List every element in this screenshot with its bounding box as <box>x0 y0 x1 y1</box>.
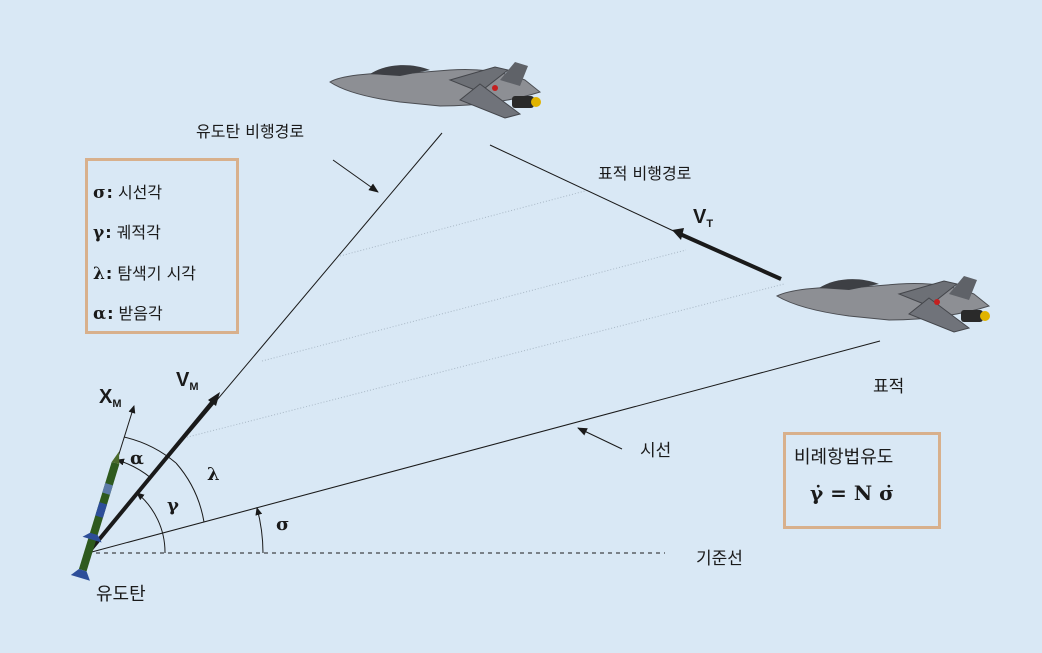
gamma-symbol: γ <box>167 495 179 516</box>
alpha-symbol: α <box>130 448 144 469</box>
parallel-los-line-1 <box>339 190 586 257</box>
legend-symbol: σ <box>93 183 106 203</box>
legend-separator: : <box>105 223 112 242</box>
reference-line-label: 기준선 <box>696 549 743 569</box>
sigma-arc <box>255 507 264 554</box>
xm-main: X <box>99 386 113 408</box>
lambda-symbol: λ <box>207 464 220 485</box>
angle-legend-box: σ:시선각 γ:궤적각 λ:탐색기 시각 α:받음각 <box>85 158 239 334</box>
missile-velocity-vector <box>86 398 216 555</box>
vt-label: VT <box>693 206 713 230</box>
legend-symbol: α <box>93 304 107 324</box>
vt-main: V <box>693 206 707 228</box>
legend-row-lambda: λ:탐색기 시각 <box>93 260 196 284</box>
aircraft-right-icon <box>775 276 991 333</box>
vt-sub: T <box>706 218 714 230</box>
parallel-los-line-2 <box>261 249 687 362</box>
gamma-arc <box>136 492 166 554</box>
legend-row-sigma: σ:시선각 <box>93 179 162 203</box>
sigma-symbol: σ <box>276 514 290 535</box>
vm-arrowhead <box>208 392 220 406</box>
law-title: 비례항법유도 <box>794 447 894 468</box>
xm-sub: M <box>112 398 122 410</box>
vm-label: VM <box>176 369 199 393</box>
missile-icon <box>70 451 120 581</box>
vm-main: V <box>176 369 190 391</box>
vm-sub: M <box>189 381 199 393</box>
legend-separator: : <box>105 264 113 283</box>
legend-row-gamma: γ:궤적각 <box>93 219 161 243</box>
legend-separator: : <box>106 183 113 202</box>
line-of-sight <box>87 340 881 554</box>
xm-label: XM <box>99 386 122 410</box>
missile-label: 유도탄 <box>96 584 146 605</box>
legend-text: 궤적각 <box>116 223 161 242</box>
legend-text: 탐색기 시각 <box>117 264 197 283</box>
target-velocity-vector <box>679 232 782 281</box>
target-flight-path <box>489 144 681 235</box>
target-label: 표적 <box>873 377 905 397</box>
target-path-label: 표적 비행경로 <box>598 164 692 183</box>
legend-text: 시선각 <box>117 183 163 202</box>
legend-symbol: λ <box>93 264 105 284</box>
lambda-arc <box>175 462 205 523</box>
legend-separator: : <box>107 304 114 323</box>
alpha-arc-outer <box>123 436 177 464</box>
proportional-navigation-box: 비례항법유도 γ̇ = N σ̇ <box>783 432 941 529</box>
parallel-los-line-3 <box>183 283 785 439</box>
legend-row-alpha: α:받음각 <box>93 300 163 324</box>
missile-path-pointer <box>332 159 379 193</box>
line-of-sight-label: 시선 <box>640 441 672 461</box>
missile-path-label: 유도탄 비행경로 <box>196 122 305 141</box>
vt-arrowhead <box>672 228 684 240</box>
law-equation: γ̇ = N σ̇ <box>810 481 894 505</box>
los-pointer <box>577 427 623 450</box>
legend-text: 받음각 <box>118 304 163 323</box>
legend-symbol: γ <box>93 223 105 243</box>
aircraft-top-icon <box>329 62 542 119</box>
